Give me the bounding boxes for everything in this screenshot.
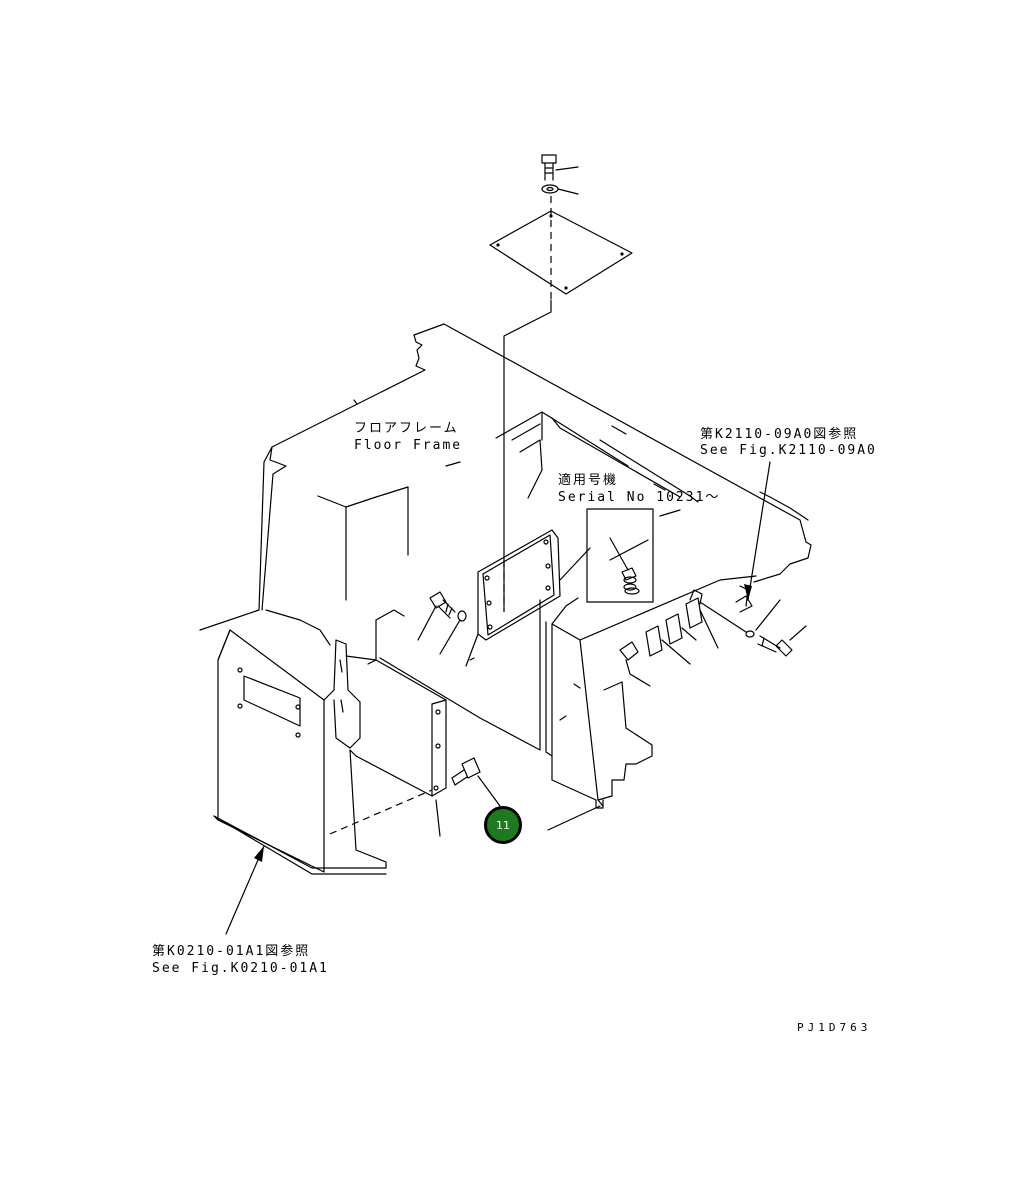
ref-right-label-en: See Fig.K2110-09A0	[700, 443, 877, 458]
left-bracket	[329, 655, 447, 837]
ref-arrow-right	[744, 461, 771, 601]
drawing-code: PJ1D763	[797, 1021, 872, 1034]
cover-plate	[489, 210, 633, 295]
wiring-harness	[619, 585, 755, 687]
ref-right-label-jp: 第K2110-09A0図参照	[700, 427, 859, 442]
left-cover	[213, 629, 387, 875]
serial-leader	[559, 509, 681, 581]
access-plate	[465, 529, 561, 667]
ref-left-label-en: See Fig.K0210-01A1	[152, 961, 329, 976]
lower-bolt	[451, 757, 501, 807]
part-callout-11[interactable]: 11	[484, 806, 522, 844]
floor-frame-label-jp: フロアフレーム	[354, 421, 459, 436]
part-callout-number: 11	[496, 818, 510, 832]
serial-label-en: Serial No 10231～	[558, 490, 721, 505]
right-structure	[545, 575, 757, 831]
top-bolt	[541, 154, 579, 181]
mid-bolt	[417, 591, 467, 655]
ref-arrow-left	[225, 845, 265, 935]
ref-left-label-jp: 第K0210-01A1図参照	[152, 944, 311, 959]
top-washer	[541, 184, 579, 195]
serial-box	[586, 508, 654, 603]
right-bolt	[755, 599, 807, 657]
floor-frame-label-en: Floor Frame	[354, 438, 463, 453]
serial-label-jp: 適用号機	[558, 473, 619, 488]
center-line-lower	[503, 299, 552, 611]
floor-frame	[199, 323, 812, 751]
